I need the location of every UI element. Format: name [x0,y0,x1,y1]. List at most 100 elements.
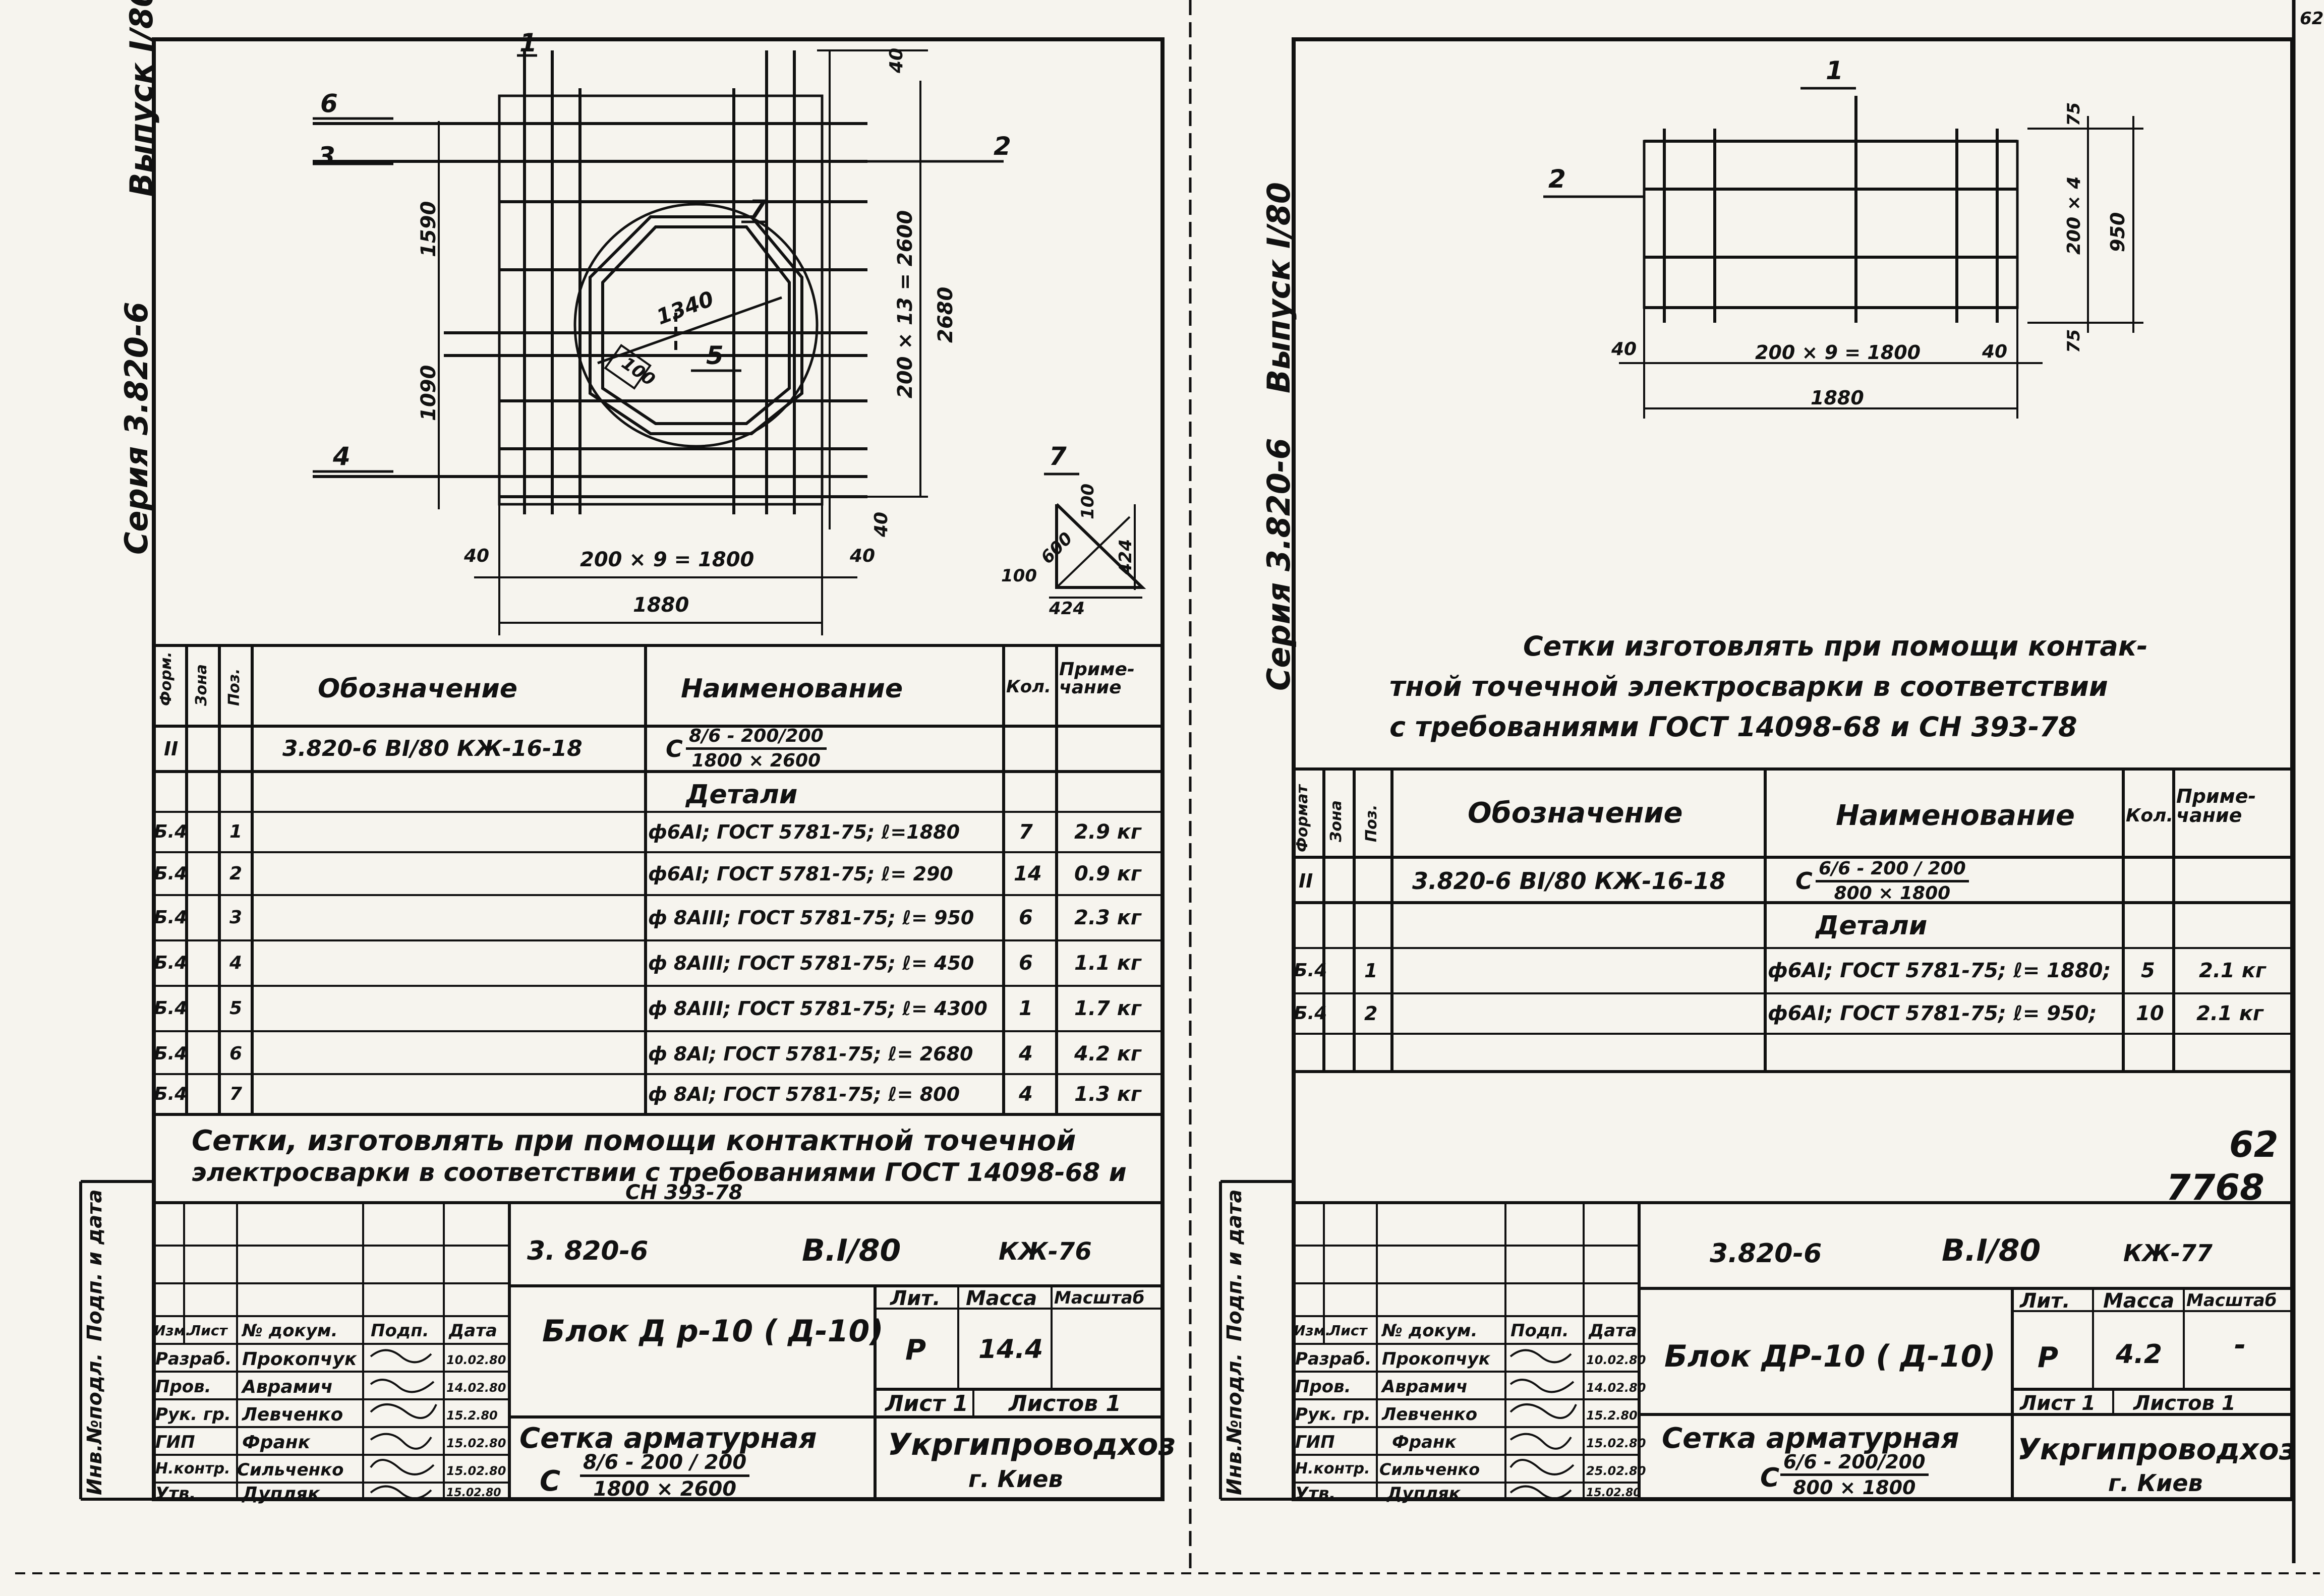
left-stamp-h-izm: Изм. [154,1322,191,1339]
left-note-line3: СН 393-78 [625,1181,743,1204]
left-stamp-label-sign: Подп. и дата [83,1189,106,1341]
right-lit: Р [2038,1341,2059,1374]
left-org: Укргипроводхоз [888,1427,1176,1462]
left-product-fraction: 8/6 - 200 / 200 1800 × 2600 [580,1452,750,1499]
left-note-line2: электросварки в соответствии с требовани… [192,1158,1127,1187]
right-row2-name: ф6АI; ГОСТ 5781-75; ℓ= 950; [1768,1002,2097,1025]
left-row2-pos: 2 [229,863,243,884]
dim-side-40: 40 [871,511,892,537]
right-row1-qty: 5 [2141,959,2155,982]
right-stamp-date-3: 15.2.80 [1586,1408,1638,1423]
right-dim-1880: 1880 [1811,387,1864,409]
left-row4-name: ф 8АIII; ГОСТ 5781-75; ℓ= 450 [648,952,974,974]
right-stamp-date-4: 15.02.80 [1586,1436,1646,1450]
right-stamp-date-2: 14.02.80 [1586,1381,1646,1395]
left-spec-header-zone: Зона [193,664,210,706]
corner-page-number: 62 [2300,9,2324,29]
left-stamp-date-2: 14.02.80 [446,1381,506,1395]
right-spec-main-designation: 3.820-6 ВI/80 КЖ-16-18 [1412,867,1726,895]
left-spec-main-prefix: С [666,735,683,762]
right-dim-75-bottom: 75 [2064,329,2084,353]
dim-top-40: 40 [886,47,907,73]
right-stamp-name-1: Прокопчук [1382,1349,1490,1369]
left-row3-note: 2.3 кг [1074,906,1141,929]
right-stamp-role-2: Пров. [1295,1377,1351,1397]
dim-1090: 1090 [417,365,440,421]
left-row1-name: ф6АI; ГОСТ 5781-75; ℓ=1880 [648,821,960,843]
right-note-line2: тной точечной электросварки в соответств… [1389,671,2108,702]
right-product-fraction: 6/6 - 200/200 800 × 1800 [1780,1452,1929,1497]
right-stamp-role-6: Утв. [1295,1484,1336,1504]
left-stamp-name-1: Прокопчук [242,1349,357,1370]
right-h-mass: Масса [2103,1289,2175,1313]
left-mass: 14.4 [978,1334,1043,1365]
left-block-name: Блок Д р-10 ( Д-10) [542,1314,884,1349]
right-row1-pos: 1 [1364,960,1378,982]
right-pos-marker-2: 2 [1548,164,1566,194]
left-row6-pos: 6 [229,1043,243,1064]
right-row2-note: 2.1 кг [2196,1002,2263,1025]
right-spec-main-den: 800 × 1800 [1834,883,1951,904]
left-stamp-role-3: Рук. гр. [155,1404,231,1425]
left-row5-format: Б.4 [154,998,188,1019]
left-stamp-role-4: ГИП [155,1432,195,1452]
left-stamp-date-4: 15.02.80 [446,1436,506,1450]
right-spec-header-pos: Поз. [1363,804,1380,842]
dim-2680: 2680 [934,286,957,343]
right-stamp-name-3: Левченко [1382,1404,1478,1425]
left-stamp-date-5: 15.02.80 [446,1464,506,1478]
right-issue-label: Выпуск I/80 [1260,182,1297,393]
left-row2-format: Б.4 [154,863,188,884]
left-row3-pos: 3 [229,907,243,928]
right-spec-header-zone: Зона [1327,800,1345,842]
right-stamp-name-6: Дупляк [1387,1484,1461,1504]
left-row5-note: 1.7 кг [1074,997,1141,1020]
left-row7-name: ф 8АI; ГОСТ 5781-75; ℓ= 800 [648,1083,960,1105]
pos-marker-3: 3 [318,142,335,171]
pos-marker-5: 5 [706,341,724,370]
left-spec-header-format: Форм. [157,652,175,706]
right-product-den: 800 × 1800 [1793,1476,1916,1499]
left-stamp-h-list: Лист [189,1322,227,1339]
right-pos-marker-1: 1 [1826,56,1843,85]
left-h-scale: Масштаб [1054,1288,1145,1308]
right-stamp-h-sign: Подп. [1510,1321,1569,1341]
left-details-header: Детали [686,780,798,810]
right-city: г. Киев [2108,1469,2203,1497]
left-code-series: 3. 820-6 [527,1236,649,1266]
right-h-scale: Масштаб [2186,1290,2277,1311]
left-stamp-date-1: 10.02.80 [446,1353,506,1367]
left-sheet-num: Лист 1 [885,1391,968,1416]
right-spec-header-name: Наименование [1836,799,2075,832]
right-stamp-name-5: Сильченко [1379,1460,1480,1479]
left-stamp-name-5: Сильченко [237,1460,344,1480]
right-code-series: 3.820-6 [1710,1238,1822,1269]
left-row5-name: ф 8АIII; ГОСТ 5781-75; ℓ= 4300 [648,997,987,1020]
left-spec-header-note: Приме-чание [1059,659,1135,698]
dim-1880: 1880 [633,594,689,617]
left-city: г. Киев [968,1465,1063,1493]
detail-dim-100-left: 100 [1001,566,1037,586]
left-row2-note: 0.9 кг [1074,862,1141,885]
right-dim-75-top: 75 [2064,102,2084,126]
right-dim-950: 950 [2107,212,2129,252]
left-row1-note: 2.9 кг [1074,820,1141,844]
right-stamp-role-4: ГИП [1295,1432,1335,1452]
right-product-prefix: С [1760,1463,1780,1493]
left-row4-qty: 6 [1019,952,1033,975]
left-row7-note: 1.3 кг [1074,1083,1141,1106]
right-stamp-h-date: Дата [1589,1321,1637,1341]
left-row4-note: 1.1 кг [1074,952,1141,975]
left-row6-note: 4.2 кг [1074,1042,1141,1066]
pos-marker-7: 7 [749,195,767,224]
pos-marker-1: 1 [519,28,537,57]
right-scale: - [2234,1329,2246,1362]
left-row6-format: Б.4 [154,1043,188,1064]
right-series-label: Серия 3.820-6 [1260,438,1297,691]
right-archive-number: 7768 [2166,1167,2264,1208]
right-stamp-label-sign: Подп. и дата [1223,1189,1246,1341]
left-spec-main-fraction: 8/6 - 200/200 1800 × 2600 [686,727,827,770]
dim-200x9: 200 × 9 = 1800 [580,548,754,571]
left-row2-name: ф6АI; ГОСТ 5781-75; ℓ= 290 [648,863,953,885]
left-code-sheet: КЖ-76 [999,1237,1092,1266]
